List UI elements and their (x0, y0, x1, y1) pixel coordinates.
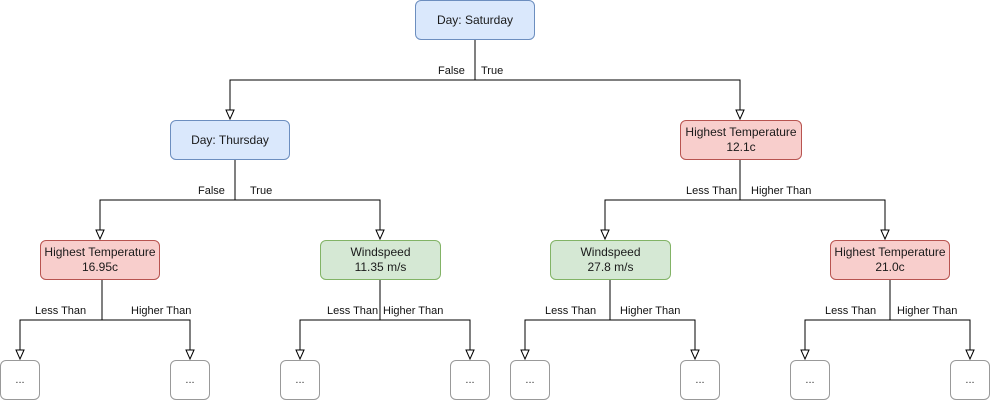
node-highest-temperature-21-0[interactable]: Highest Temperature 21.0c (830, 240, 950, 280)
edge-ll-less (15, 319, 102, 361)
node-day-saturday[interactable]: Day: Saturday (415, 0, 535, 40)
edge-right-higher (740, 199, 890, 241)
node-threshold: 27.8 m/s (587, 260, 634, 274)
node-threshold: 16.95c (81, 260, 119, 274)
node-threshold: 11.35 m/s (354, 260, 407, 274)
edge-root-true (475, 79, 745, 121)
leaf-node[interactable]: ... (950, 360, 990, 400)
node-threshold: 21.0c (875, 260, 905, 274)
edge-label-less-than: Less Than (686, 185, 738, 197)
edge-left-true (235, 199, 385, 241)
edge-rl-higher (610, 319, 700, 361)
edge-label-higher-than: Higher Than (897, 305, 958, 317)
edge-lr-higher (380, 319, 475, 361)
edge-label-higher-than: Higher Than (383, 305, 444, 317)
edge-label-false: False (438, 65, 465, 77)
node-label: Windspeed (580, 245, 641, 259)
edge-label-higher-than: Higher Than (751, 185, 812, 197)
leaf-node[interactable]: ... (790, 360, 830, 400)
leaf-node[interactable]: ... (170, 360, 210, 400)
edge-label-less-than: Less Than (327, 305, 379, 317)
edge-rl-less (520, 319, 610, 361)
node-label: Windspeed (350, 245, 411, 259)
edge-label-higher-than: Higher Than (131, 305, 192, 317)
node-windspeed-27-8[interactable]: Windspeed 27.8 m/s (550, 240, 671, 280)
node-windspeed-11-35[interactable]: Windspeed 11.35 m/s (320, 240, 441, 280)
node-label: Day: Thursday (191, 132, 269, 147)
node-highest-temperature-16-95[interactable]: Highest Temperature 16.95c (40, 240, 160, 280)
edge-left-false (95, 199, 235, 241)
leaf-node[interactable]: ... (450, 360, 490, 400)
edge-rr-less (800, 319, 890, 361)
edge-rr-higher (890, 319, 975, 361)
leaf-node[interactable]: ... (280, 360, 320, 400)
edge-label-true: True (250, 185, 273, 197)
node-label: Highest Temperature (685, 125, 797, 139)
leaf-node[interactable]: ... (510, 360, 550, 400)
edge-label-true: True (481, 65, 504, 77)
edge-label-less-than: Less Than (545, 305, 597, 317)
leaf-node[interactable]: ... (680, 360, 720, 400)
edge-label-less-than: Less Than (825, 305, 877, 317)
edge-root-false (225, 79, 475, 121)
leaf-node[interactable]: ... (0, 360, 40, 400)
node-label: Highest Temperature (834, 245, 946, 259)
edge-lr-less (295, 319, 380, 361)
edge-label-false: False (198, 185, 225, 197)
edge-ll-higher (102, 319, 195, 361)
edge-label-less-than: Less Than (35, 305, 87, 317)
node-label: Day: Saturday (436, 12, 514, 27)
node-highest-temperature-12-1[interactable]: Highest Temperature 12.1c (680, 120, 802, 160)
node-label: Highest Temperature (44, 245, 156, 259)
node-day-thursday[interactable]: Day: Thursday (170, 120, 290, 160)
edge-label-higher-than: Higher Than (620, 305, 681, 317)
node-threshold: 12.1c (726, 140, 756, 154)
edge-right-less (600, 199, 740, 241)
